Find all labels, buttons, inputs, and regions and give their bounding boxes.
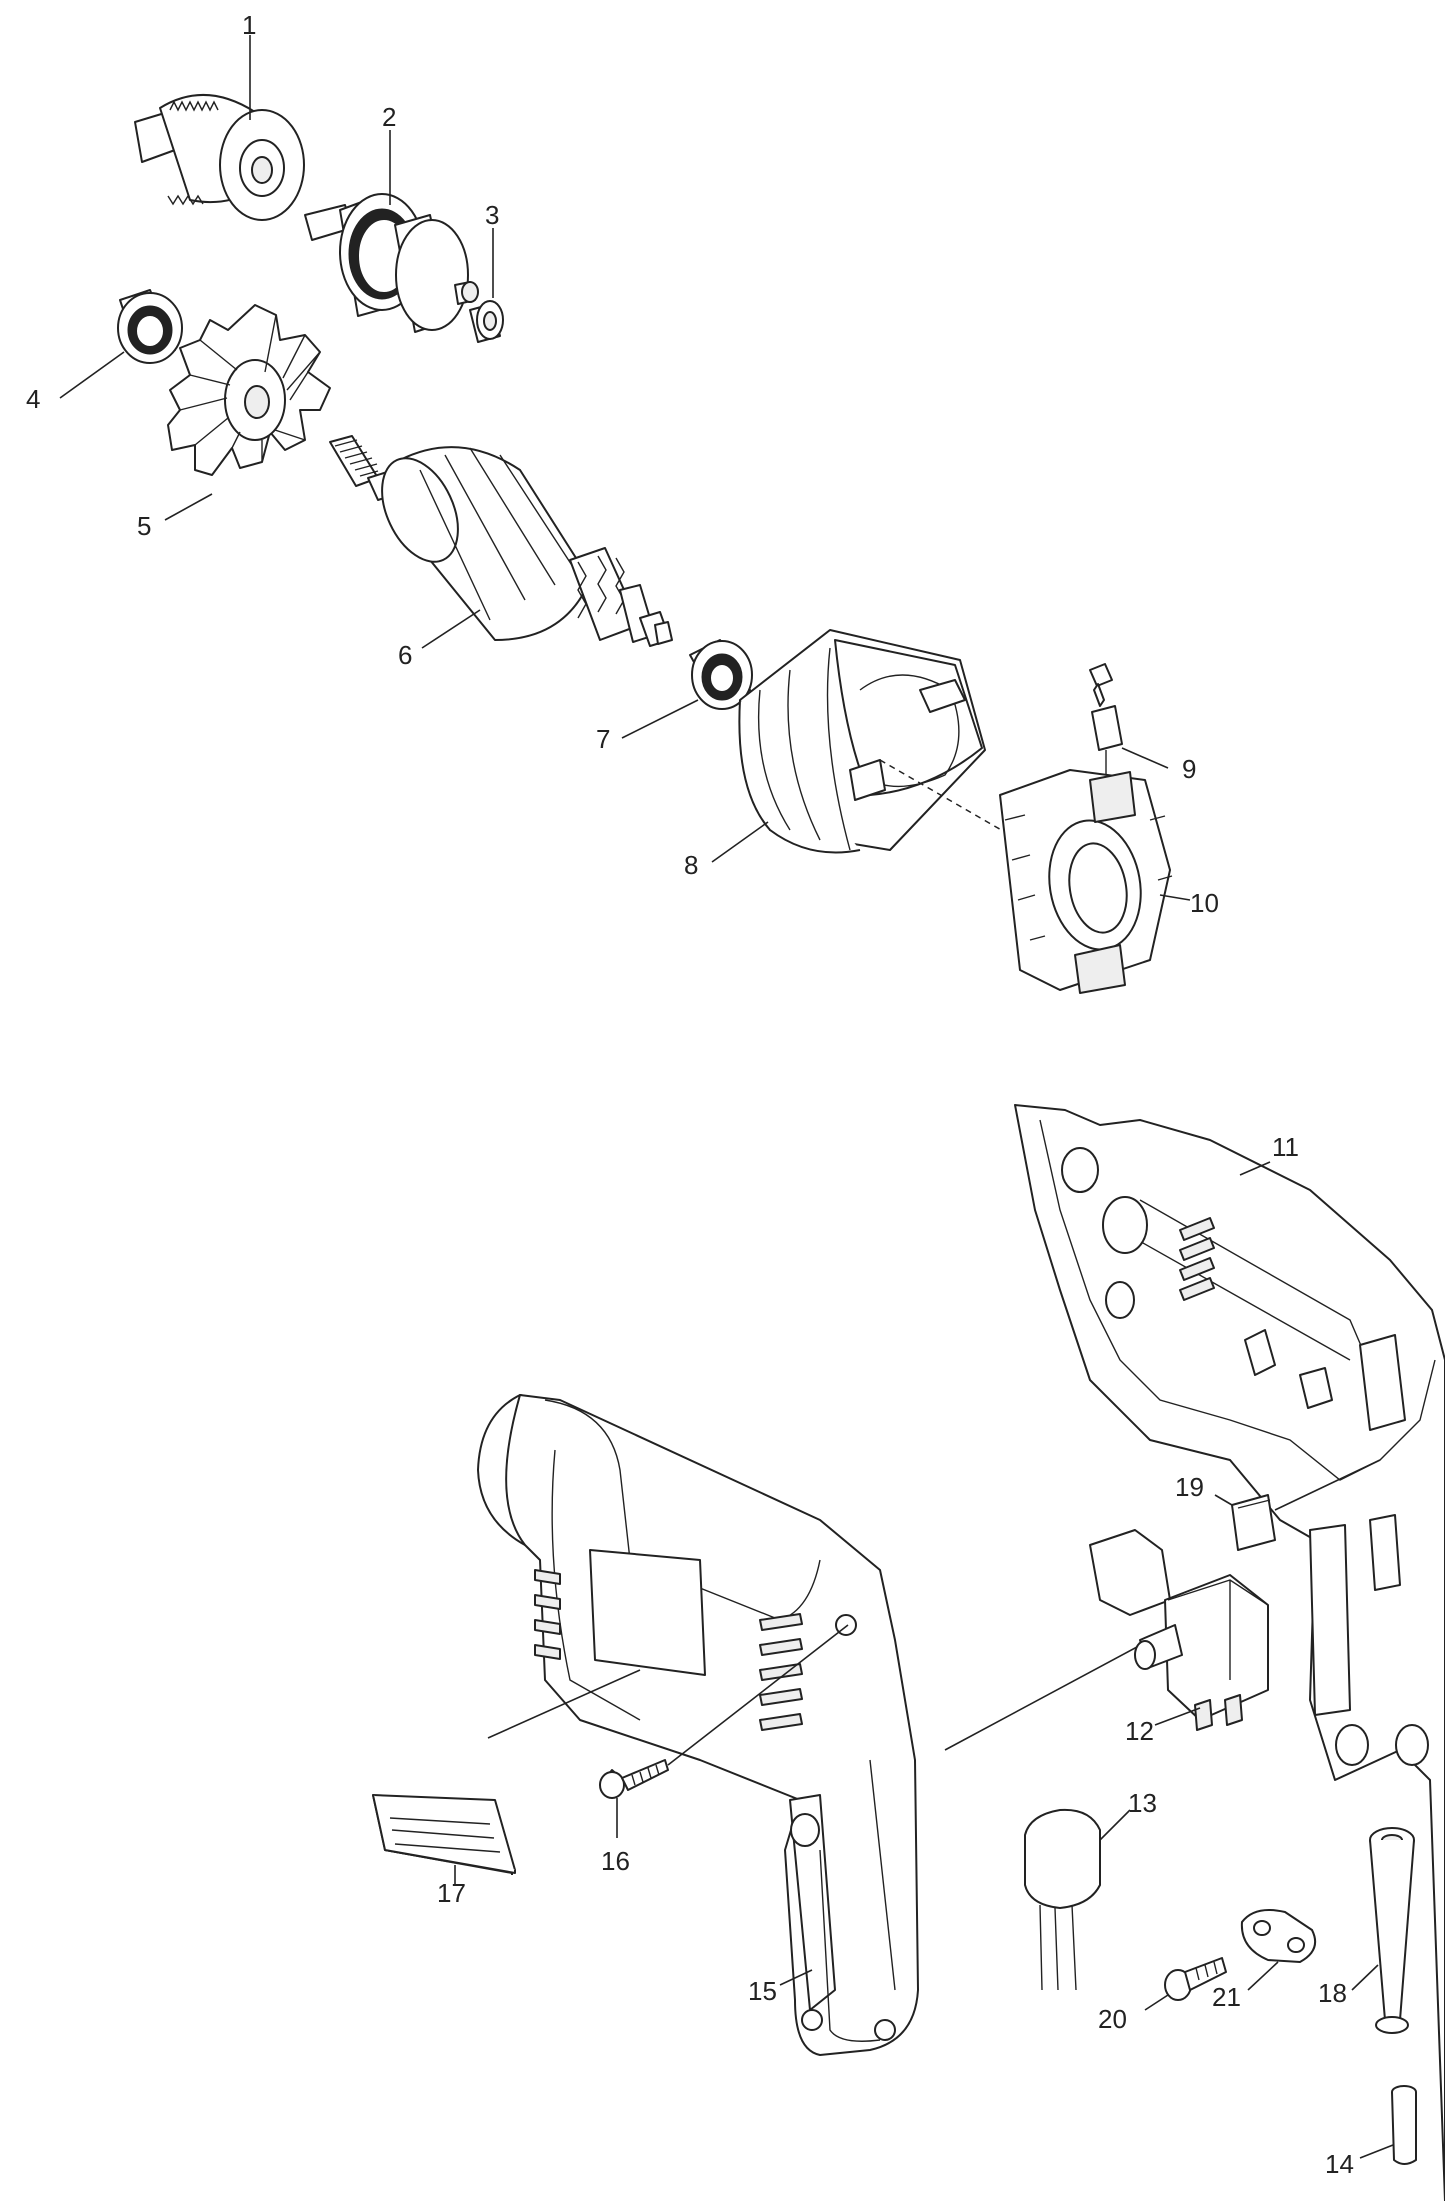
part-2-number: 2 bbox=[382, 102, 396, 132]
part-17-number: 17 bbox=[437, 1878, 466, 1908]
part-11-number: 11 bbox=[1272, 1132, 1299, 1162]
part-5-number: 5 bbox=[137, 511, 151, 541]
part-12-switch: 12 bbox=[1089, 1529, 1269, 1746]
part-11-housing-half: 11 bbox=[1014, 1104, 1445, 2201]
part-13-number: 13 bbox=[1128, 1788, 1157, 1818]
part-6-armature: 6 bbox=[329, 435, 673, 670]
part-9-number: 9 bbox=[1182, 754, 1196, 784]
part-7-ball-bearing: 7 bbox=[596, 639, 753, 754]
part-13-capacitor: 13 bbox=[1024, 1788, 1157, 1991]
part-8-field-stator: 8 bbox=[684, 629, 1011, 880]
part-21-strain-relief: 21 bbox=[1212, 1909, 1316, 2012]
part-10-number: 10 bbox=[1190, 888, 1219, 918]
part-19-switch-lever: 19 bbox=[1175, 1459, 1381, 1551]
part-20-pan-head-screw: 20 bbox=[1098, 1957, 1227, 2034]
part-15-number: 15 bbox=[748, 1976, 777, 2006]
part-16-tapping-screw: 16 bbox=[599, 1624, 849, 1876]
part-18-number: 18 bbox=[1318, 1978, 1347, 2008]
part-5-fan: 5 bbox=[137, 304, 331, 541]
part-4-ball-bearing: 4 bbox=[26, 289, 183, 414]
part-20-number: 20 bbox=[1098, 2004, 1127, 2034]
part-14-number: 14 bbox=[1325, 2149, 1354, 2179]
part-18-cord-guard: 18 bbox=[1318, 1827, 1415, 2034]
part-2-gear-assembly: 2 bbox=[304, 102, 479, 333]
part-21-number: 21 bbox=[1212, 1982, 1241, 2012]
part-1-number: 1 bbox=[242, 10, 256, 40]
part-16-number: 16 bbox=[601, 1846, 630, 1876]
part-1-drill-chuck: 1 bbox=[134, 10, 305, 221]
part-10-brush-holder: 10 bbox=[999, 769, 1219, 994]
part-12-number: 12 bbox=[1125, 1716, 1154, 1746]
part-9-carbon-brush: 9 bbox=[1089, 663, 1196, 810]
part-4-number: 4 bbox=[26, 384, 40, 414]
part-14-cord: 14 bbox=[1325, 2085, 1417, 2179]
part-8-number: 8 bbox=[684, 850, 698, 880]
part-7-number: 7 bbox=[596, 724, 610, 754]
part-17-name-plate: 17 bbox=[372, 1669, 641, 1908]
part-19-number: 19 bbox=[1175, 1472, 1204, 1502]
part-15-housing-drill-body: 15 bbox=[477, 1394, 919, 2056]
part-3-number: 3 bbox=[485, 200, 499, 230]
part-6-number: 6 bbox=[398, 640, 412, 670]
part-3-sleeve: 3 bbox=[469, 200, 504, 343]
